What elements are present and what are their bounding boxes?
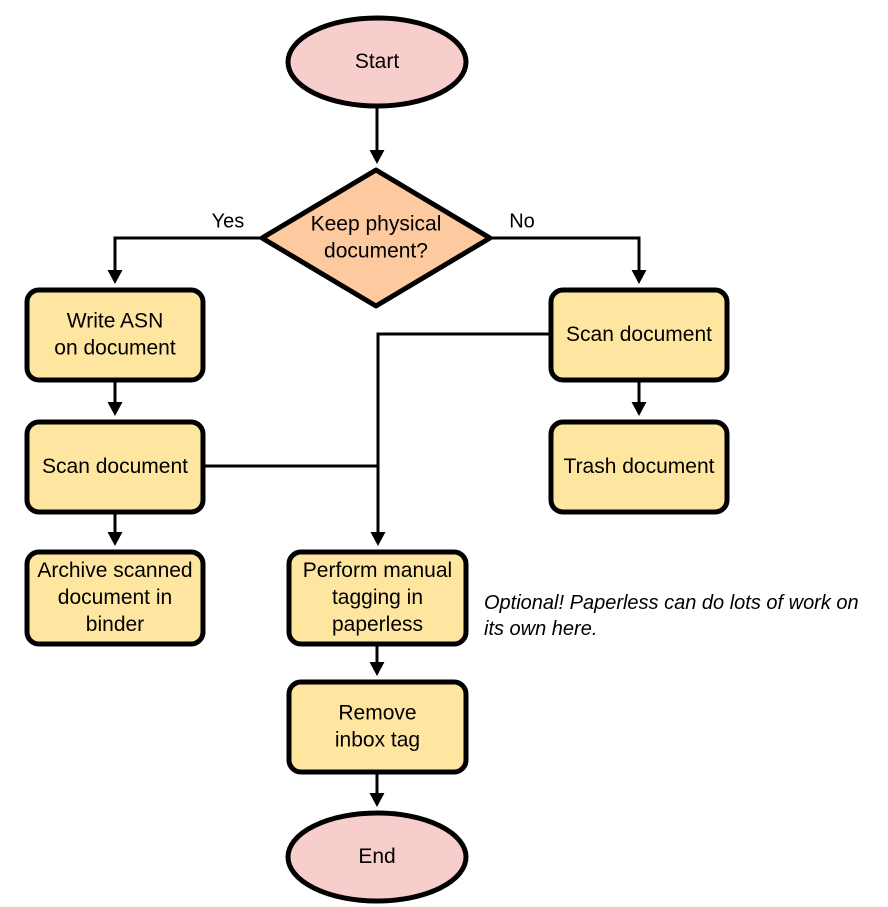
edge-remove-inbox-to-end <box>369 772 385 807</box>
edge-path <box>376 332 551 534</box>
node-shape-process <box>24 549 206 647</box>
node-label: Scan document <box>42 455 188 478</box>
edge-scan-right-to-tagging <box>370 332 551 546</box>
node-shape-process <box>24 419 206 515</box>
edge-arrowhead <box>107 532 123 546</box>
edge-arrowhead <box>369 793 385 807</box>
edge-arrowhead <box>631 270 647 284</box>
node-start[interactable]: Start <box>285 15 469 109</box>
edge-arrowhead <box>370 532 386 546</box>
edge-path <box>490 236 641 272</box>
edge-scan-left-to-archive <box>107 512 123 546</box>
edge-path <box>113 236 262 272</box>
node-shape-terminator <box>285 15 469 109</box>
edge-tagging-to-remove-inbox <box>369 644 385 676</box>
node-shape-process <box>548 287 730 383</box>
edge-arrowhead <box>107 402 123 416</box>
annotation-optional-note: Optional! Paperless can do lots of work … <box>484 592 859 640</box>
node-shape-decision <box>259 167 493 309</box>
node-shape-process <box>548 419 730 515</box>
edge-label-decision-no-to-scan-right: No <box>509 210 535 232</box>
edge-label-decision-yes-to-write-asn: Yes <box>212 210 245 232</box>
edge-arrowhead <box>369 662 385 676</box>
node-scan-document-left[interactable]: Scan document <box>24 419 206 515</box>
edge-decision-no-to-scan-right: No <box>490 210 647 284</box>
node-label: End <box>358 845 395 868</box>
node-shape-process <box>286 549 469 647</box>
node-end[interactable]: End <box>285 810 469 904</box>
node-shape-terminator <box>285 810 469 904</box>
edge-write-asn-to-scan-left <box>107 380 123 416</box>
edge-decision-yes-to-write-asn: Yes <box>107 210 262 284</box>
edge-start-to-decision <box>369 106 385 164</box>
node-label: Scan document <box>566 323 712 346</box>
node-shape-process <box>24 287 206 383</box>
node-label: Start <box>355 50 400 73</box>
edge-arrowhead <box>631 402 647 416</box>
node-trash-document[interactable]: Trash document <box>548 419 730 515</box>
annotations-layer: Optional! Paperless can do lots of work … <box>484 592 859 640</box>
edge-arrowhead <box>369 150 385 164</box>
node-label: Trash document <box>564 455 715 478</box>
edge-arrowhead <box>107 270 123 284</box>
node-scan-document-right[interactable]: Scan document <box>548 287 730 383</box>
edges-layer: Yes No <box>107 106 647 807</box>
node-shape-process <box>286 679 469 775</box>
edge-scan-right-to-trash <box>631 380 647 416</box>
